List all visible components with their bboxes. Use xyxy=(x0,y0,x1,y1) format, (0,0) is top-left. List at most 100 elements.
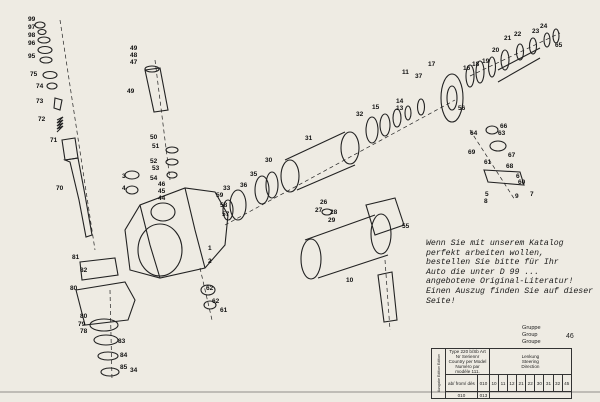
part-callout: 50 xyxy=(150,134,158,141)
part-callout: 55 xyxy=(402,223,410,230)
part-callout: 57 xyxy=(222,211,230,218)
part-callout: 62 xyxy=(206,285,214,292)
part-callout: 22 xyxy=(514,31,522,38)
part-callout: 27 xyxy=(315,207,323,214)
part-callout: 2 xyxy=(208,258,212,265)
table-cell: 013 xyxy=(476,391,491,399)
part-callout: 74 xyxy=(36,83,44,90)
part-callout: 78 xyxy=(80,328,88,335)
page-number: 46 xyxy=(566,333,574,340)
part-callout: 21 xyxy=(504,35,512,42)
part-callout: 81 xyxy=(72,254,80,261)
subgroup: 30 xyxy=(534,374,545,392)
part-callout: 61 xyxy=(220,307,228,314)
part-callout: 96 xyxy=(28,40,36,47)
part-callout: 95 xyxy=(28,53,36,60)
part-callout: 79 xyxy=(78,321,86,328)
table-cell xyxy=(489,391,572,399)
part-callout: 62 xyxy=(212,298,220,305)
part-callout: 46 xyxy=(158,181,166,188)
part-callout: 80 xyxy=(70,285,78,292)
part-callout: 63 xyxy=(498,130,506,137)
part-callout: 49 xyxy=(127,88,135,95)
part-callout: 67 xyxy=(508,152,516,159)
piston-rod xyxy=(144,67,169,113)
part-callout: 10 xyxy=(346,277,354,284)
note-line: bestellen Sie bitte für Ihr xyxy=(426,258,559,268)
part-callout: 64 xyxy=(470,130,478,137)
subgroup: 12 xyxy=(506,374,518,392)
part-callout: 72 xyxy=(38,116,46,123)
part-callout: 24 xyxy=(540,23,548,30)
part-callout: 59 xyxy=(216,192,224,199)
part-callout: 65 xyxy=(555,42,563,49)
group-label: Groupe xyxy=(522,339,541,345)
part-callout: 17 xyxy=(428,61,436,68)
part-callout: 68 xyxy=(506,163,514,170)
part-callout: 14 xyxy=(396,98,404,105)
note-line: Wenn Sie mit unserem Katalog xyxy=(426,239,564,248)
part-callout: 70 xyxy=(56,185,64,192)
part-callout: 49 xyxy=(130,45,138,52)
group-title-cell: Lenkung Steering Direction xyxy=(489,348,572,375)
edition-label: Ausgabe Edition Edition xyxy=(436,353,441,393)
subgroup: 45 xyxy=(561,374,572,392)
subgroup: 11 xyxy=(498,374,508,392)
part-callout: 31 xyxy=(305,135,313,142)
part-callout: 54 xyxy=(150,175,158,182)
note-line: perfekt arbeiten wollen, xyxy=(426,248,544,258)
part-callout: 30 xyxy=(265,157,273,164)
part-callout: 66 xyxy=(500,123,508,130)
group-labels: Gruppe Group Groupe xyxy=(522,325,541,346)
steering-gear-housing xyxy=(124,187,229,279)
cylinder-lower xyxy=(300,213,392,280)
part-callout: 60 xyxy=(518,179,526,186)
part-callout: 69 xyxy=(468,149,476,156)
part-callout: 83 xyxy=(118,338,126,345)
edition-cell: Ausgabe Edition Edition xyxy=(431,348,446,399)
part-callout: 58 xyxy=(220,202,228,209)
group-label: Group xyxy=(522,332,538,338)
part-callout: 9 xyxy=(515,193,519,200)
type-header: Type 220 b/Sb Art Nr Seriennr Country pe… xyxy=(445,348,490,375)
note-line: Einen Auszug finden Sie auf dieser xyxy=(426,286,594,296)
part-callout: 48 xyxy=(130,52,138,59)
part-callout: 18 xyxy=(472,61,480,68)
part-callout: 34 xyxy=(130,367,138,374)
part-callout: 47 xyxy=(130,59,138,66)
part-callout: 15 xyxy=(372,104,380,111)
note-line: angebotene Original-Literatur! xyxy=(426,277,574,287)
part-callout: 84 xyxy=(120,352,128,359)
part-callout: 4 xyxy=(122,185,126,192)
part-callout: 44 xyxy=(158,195,166,202)
part-callout: 82 xyxy=(80,267,88,274)
part-callout: 99 xyxy=(28,16,36,23)
subgroup: 21 xyxy=(516,374,527,392)
part-callout: 52 xyxy=(150,158,158,165)
part-callout: 53 xyxy=(152,165,160,172)
table-cell: ab/ from/ dès xyxy=(445,374,478,392)
part-callout: 33 xyxy=(223,185,231,192)
part-callout: 75 xyxy=(30,71,38,78)
part-callout: 3 xyxy=(122,173,126,180)
subgroup: 31 xyxy=(543,374,554,392)
part-callout: 98 xyxy=(28,32,36,39)
part-callout: 11 xyxy=(402,69,409,76)
spec-table: Ausgabe Edition Edition Type 220 b/Sb Ar… xyxy=(431,348,572,399)
part-callout: 23 xyxy=(532,28,540,35)
part-callout: 28 xyxy=(330,209,338,216)
part-callout: 37 xyxy=(415,73,423,80)
part-callout: 7 xyxy=(530,191,534,198)
table-cell: 010 xyxy=(476,374,491,392)
note-line: Seite! xyxy=(426,296,456,306)
part-callout: 80 xyxy=(80,313,88,320)
part-callout: 20 xyxy=(492,47,500,54)
part-callout: 5 xyxy=(485,191,489,198)
part-callout: 51 xyxy=(152,143,160,150)
part-callout: 36 xyxy=(240,182,248,189)
part-callout: 56 xyxy=(458,105,466,112)
group-title: Lenkung xyxy=(521,354,540,359)
part-callout: 16 xyxy=(463,65,471,72)
part-callout: 29 xyxy=(328,217,336,224)
